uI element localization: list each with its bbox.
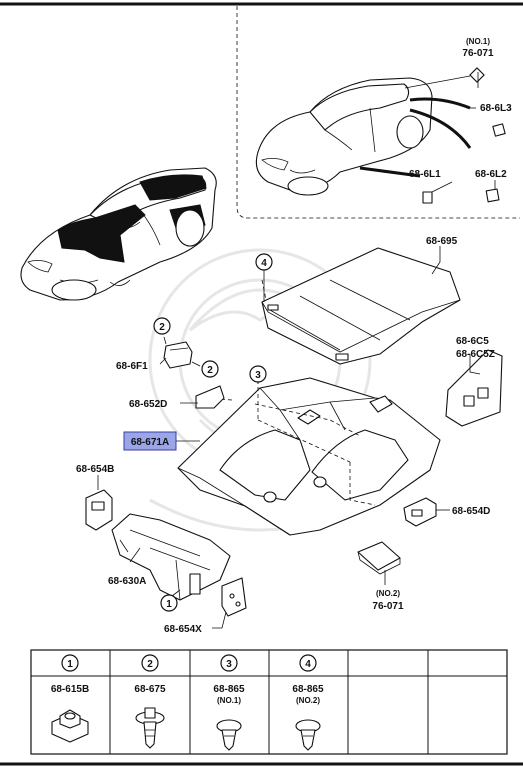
legend-part-68-865-no1: 68-865 — [213, 684, 245, 695]
svg-text:4: 4 — [261, 258, 267, 269]
highlight-68-671A[interactable]: 68-671A — [123, 431, 177, 451]
legend-header-2: 2 — [141, 654, 159, 672]
svg-text:1: 1 — [166, 599, 172, 610]
legend-header-3: 3 — [220, 654, 238, 672]
label-68-671A: 68-671A — [131, 437, 169, 448]
clip-68-675-icon — [135, 707, 165, 749]
svg-text:2: 2 — [159, 322, 165, 333]
legend-sub-no1: (NO.1) — [217, 696, 241, 705]
nut-68-615B-icon — [51, 709, 89, 743]
car-left-illustration — [20, 167, 217, 301]
label-68-654D: 68-654D — [452, 506, 490, 517]
legend-header-1: 1 — [61, 654, 79, 672]
label-68-6F1: 68-6F1 — [116, 361, 148, 372]
callout-4: 4 — [255, 253, 273, 271]
inset-leaders — [359, 67, 506, 204]
legend-header-4: 4 — [299, 654, 317, 672]
legend-sub-no2: (NO.2) — [296, 696, 320, 705]
label-76-071-top: 76-071 — [462, 48, 494, 59]
label-68-6L3: 68-6L3 — [480, 103, 512, 114]
legend-part-68-675: 68-675 — [134, 684, 166, 695]
floor-insulator-68-695 — [261, 247, 461, 365]
label-68-695: 68-695 — [426, 236, 458, 247]
svg-text:1: 1 — [67, 659, 73, 670]
inset-frame — [236, 6, 520, 219]
callout-2-top: 2 — [153, 317, 171, 335]
fastener-legend-table: 1 2 3 4 68-615B 68-675 68-865 (NO.1) 68-… — [30, 649, 508, 755]
label-no2: (NO.2) — [376, 589, 400, 598]
carpet-fill — [57, 204, 146, 263]
label-68-6L1: 68-6L1 — [409, 169, 441, 180]
label-68-654X: 68-654X — [164, 624, 202, 635]
label-68-652D: 68-652D — [129, 399, 167, 410]
car-inset-illustration — [255, 77, 433, 196]
svg-text:2: 2 — [207, 365, 213, 376]
label-76-071-bottom: 76-071 — [372, 601, 404, 612]
callout-1: 1 — [160, 594, 178, 612]
callout-3: 3 — [249, 365, 267, 383]
legend-part-68-615B: 68-615B — [51, 684, 89, 695]
callout-2-right: 2 — [201, 360, 219, 378]
svg-text:3: 3 — [255, 370, 261, 381]
label-no1: (NO.1) — [466, 37, 490, 46]
legend-part-68-865-no2: 68-865 — [292, 684, 324, 695]
label-68-6C5: 68-6C5 — [456, 336, 489, 347]
svg-text:4: 4 — [305, 659, 311, 670]
label-68-6L2: 68-6L2 — [475, 169, 507, 180]
svg-text:2: 2 — [147, 659, 153, 670]
label-68-654B: 68-654B — [76, 464, 114, 475]
clip-68-865-no2-icon — [295, 719, 321, 751]
clip-68-865-no1-icon — [216, 719, 242, 751]
label-68-6C5Z: 68-6C5Z — [456, 349, 495, 360]
svg-text:3: 3 — [226, 659, 232, 670]
leader-lines — [97, 72, 496, 629]
small-parts — [85, 341, 503, 617]
label-68-630A: 68-630A — [108, 576, 146, 587]
floor-carpet-68-671A — [177, 377, 441, 536]
